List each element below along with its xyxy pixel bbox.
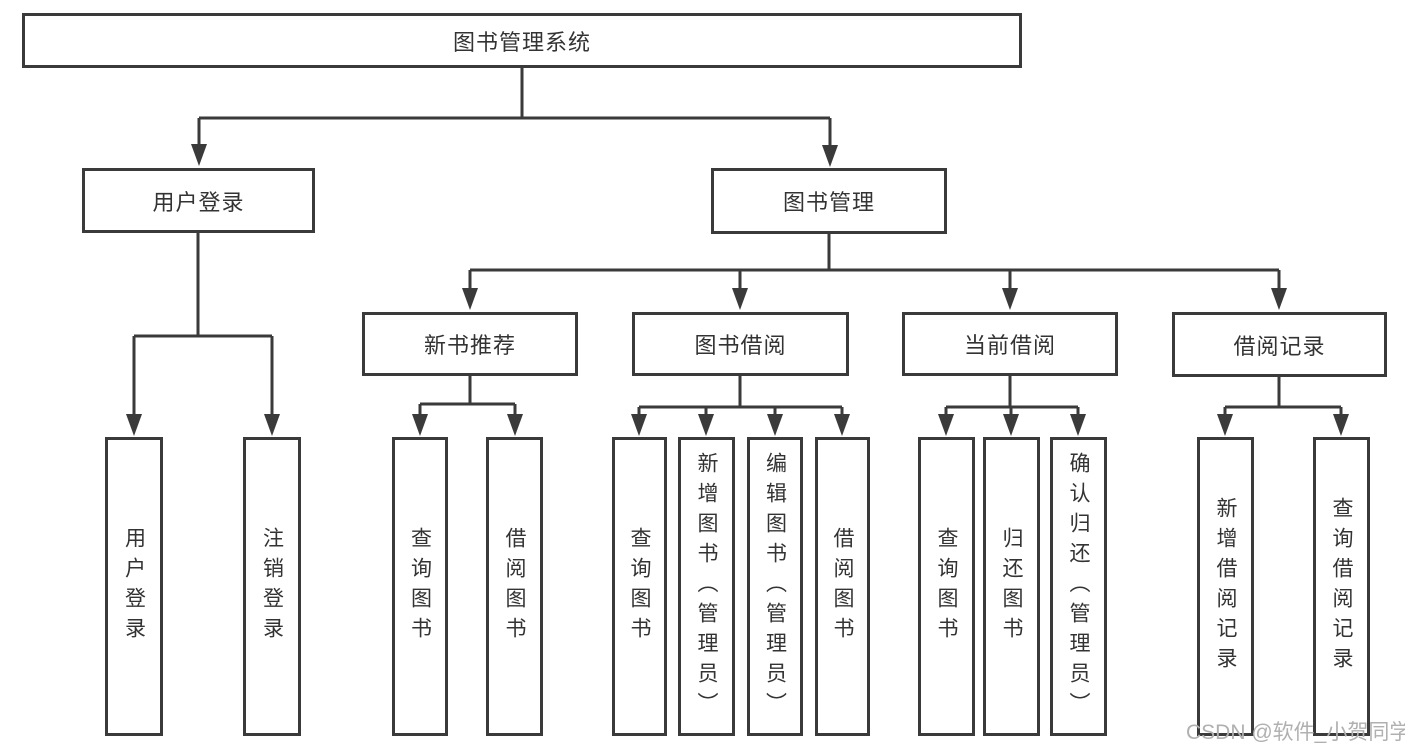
leaf-cb-confirm-return-admin: 确认归还（管理员） bbox=[1050, 437, 1107, 736]
connector-user-login-to-leaves bbox=[126, 232, 280, 436]
leaf-br-query-record: 查询借阅记录 bbox=[1313, 437, 1370, 736]
node-borrow-records: 借阅记录 bbox=[1172, 312, 1387, 377]
leaf-label: 编辑图书（管理员） bbox=[763, 451, 787, 722]
node-label: 用户登录 bbox=[152, 189, 245, 215]
leaf-cb-query-book: 查询图书 bbox=[918, 437, 975, 736]
connector-borrow-records-to-leaves bbox=[1217, 377, 1349, 436]
connector-root-to-level2 bbox=[191, 68, 838, 167]
leaf-bb-query-book: 查询图书 bbox=[612, 437, 667, 736]
leaf-label: 归还图书 bbox=[1000, 526, 1023, 647]
csdn-watermark: CSDN @软件_小贺同学 bbox=[1186, 721, 1405, 744]
node-label: 图书管理系统 bbox=[452, 29, 591, 55]
leaf-label: 借阅图书 bbox=[831, 526, 854, 647]
leaf-label: 新增图书（管理员） bbox=[695, 451, 718, 722]
node-label: 借阅记录 bbox=[1233, 333, 1326, 359]
leaf-bb-add-book-admin: 新增图书（管理员） bbox=[678, 437, 735, 736]
leaf-label: 新增借阅记录 bbox=[1214, 496, 1237, 677]
leaf-logout: 注销登录 bbox=[243, 437, 301, 736]
leaf-label: 查询图书 bbox=[628, 526, 651, 647]
connector-book-management-to-level3 bbox=[462, 234, 1287, 310]
connector-book-borrow-to-leaves bbox=[631, 376, 850, 436]
node-label: 图书管理 bbox=[782, 190, 875, 215]
leaf-br-add-record: 新增借阅记录 bbox=[1197, 437, 1254, 736]
leaf-bb-edit-book-admin: 编辑图书（管理员） bbox=[747, 437, 803, 736]
leaf-label: 借阅图书 bbox=[503, 526, 526, 647]
node-new-book-recommend: 新书推荐 bbox=[362, 312, 578, 376]
node-label: 当前借阅 bbox=[963, 333, 1056, 358]
leaf-nbr-query-book: 查询图书 bbox=[392, 437, 448, 736]
leaf-cb-return-book: 归还图书 bbox=[983, 437, 1040, 736]
node-label: 图书借阅 bbox=[694, 333, 787, 358]
leaf-user-login: 用户登录 bbox=[105, 437, 163, 736]
connector-current-borrow-to-leaves bbox=[938, 376, 1086, 436]
leaf-label: 查询借阅记录 bbox=[1330, 496, 1353, 677]
node-book-management: 图书管理 bbox=[711, 168, 947, 234]
node-user-login: 用户登录 bbox=[82, 168, 315, 233]
leaf-label: 查询图书 bbox=[935, 526, 958, 647]
connector-new-book-rec-to-leaves bbox=[412, 376, 523, 436]
node-book-borrow: 图书借阅 bbox=[632, 312, 849, 376]
node-current-borrow: 当前借阅 bbox=[902, 312, 1118, 376]
leaf-label: 查询图书 bbox=[408, 526, 432, 647]
node-label: 新书推荐 bbox=[423, 333, 516, 358]
leaf-nbr-borrow-book: 借阅图书 bbox=[486, 437, 543, 736]
leaf-bb-borrow-book: 借阅图书 bbox=[815, 437, 870, 736]
node-root-system: 图书管理系统 bbox=[22, 13, 1022, 68]
leaf-label: 用户登录 bbox=[122, 526, 146, 647]
leaf-label: 确认归还（管理员） bbox=[1067, 451, 1090, 722]
leaf-label: 注销登录 bbox=[260, 526, 284, 647]
